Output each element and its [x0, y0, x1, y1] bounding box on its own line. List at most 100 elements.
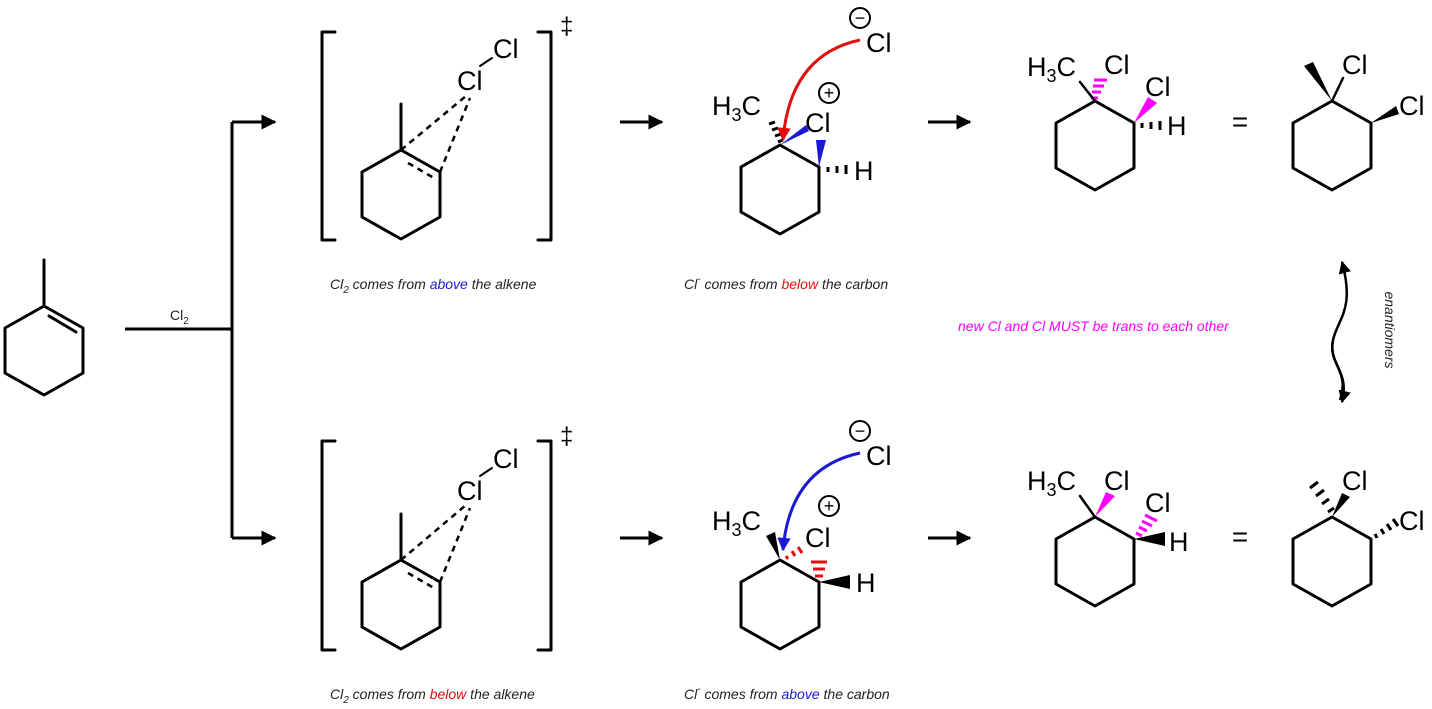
equals-sign: = [1232, 106, 1248, 137]
cl-label: Cl [1104, 50, 1130, 80]
wedge-cl [1332, 493, 1350, 517]
ring [1054, 99, 1136, 192]
wedge-methyl [1304, 62, 1332, 101]
h-label: H [1167, 111, 1187, 141]
cl-label: Cl [457, 476, 483, 506]
plus-sign: + [824, 496, 835, 516]
wedge-h [1134, 532, 1165, 546]
partial-bond [438, 507, 472, 583]
transition-state-bottom: ‡ Cl Cl [320, 423, 573, 652]
plus-sign: + [824, 83, 835, 103]
cl-label: Cl [1342, 466, 1368, 496]
product-top-skeletal: Cl Cl [1291, 50, 1425, 192]
wedge-h [819, 575, 850, 589]
h-label: H [856, 568, 876, 598]
cl-label: Cl [1399, 506, 1425, 536]
positive-charge-icon [818, 495, 840, 517]
h-label: H [1169, 527, 1189, 557]
cl-label: Cl [493, 34, 519, 64]
double-arrow-up [1331, 260, 1351, 401]
hashed-methyl [1309, 480, 1335, 514]
branch-arrows: Cl2 [125, 114, 277, 546]
partial-bond [438, 97, 472, 173]
chloronium-bottom: H3C Cl H + − Cl [712, 420, 892, 651]
enantiomers-label: enantiomers [1382, 291, 1398, 368]
bracket-right [536, 30, 553, 242]
cl-label: Cl [1145, 72, 1171, 102]
caption-bottom-2: Cl- comes from above the carbon [684, 684, 890, 702]
ring [739, 558, 821, 651]
reagent-label: Cl2 [170, 307, 189, 327]
double-dagger: ‡ [560, 423, 573, 450]
hashed-cl-magenta [1091, 78, 1107, 100]
partial-bond [400, 95, 467, 151]
blue-curved-arrow [777, 451, 861, 552]
cl-cl-bond [479, 467, 493, 477]
bracket-left [320, 439, 337, 652]
ring [360, 558, 442, 651]
cl-label: Cl [805, 108, 831, 138]
ch3-label: H3C [1027, 52, 1076, 86]
bracket-right [536, 439, 553, 652]
product-bottom-skeletal: Cl Cl [1291, 466, 1425, 608]
ch3-label: H3C [712, 91, 761, 125]
cl-bond [1330, 76, 1345, 103]
cl-label: Cl [866, 28, 892, 58]
positive-charge-icon [818, 82, 840, 104]
double-dagger: ‡ [560, 13, 573, 40]
product-top: H3C Cl Cl H [1027, 50, 1187, 192]
cl-label: Cl [1342, 50, 1368, 80]
hashed-red [784, 546, 804, 560]
wedge-methyl [766, 532, 780, 560]
wedge-cl [1371, 106, 1399, 123]
hashed-red [811, 560, 827, 578]
ch3-label: H3C [712, 506, 761, 540]
product-bottom: H3C Cl Cl H [1027, 466, 1189, 608]
cl-label: Cl [805, 523, 831, 553]
h-label: H [854, 156, 874, 186]
ring [3, 304, 85, 397]
transition-state-top: ‡ Cl Cl [320, 13, 573, 242]
trans-note: new Cl and Cl MUST be trans to each othe… [958, 318, 1230, 334]
hashed-cl-magenta [1135, 513, 1158, 538]
partial-pi-bond [407, 161, 435, 180]
cl-label: Cl [1104, 466, 1130, 496]
cl-label: Cl [866, 441, 892, 471]
cl-label: Cl [1399, 91, 1425, 121]
double-bond-line [47, 314, 78, 334]
hashed-ch3 [768, 120, 784, 144]
wedge-magenta [1095, 492, 1115, 517]
ring [1054, 515, 1136, 608]
hashed-cl [1373, 518, 1400, 539]
cl-label: Cl [1145, 488, 1171, 518]
chloronium-top: H3C Cl H + − Cl [712, 7, 892, 236]
caption-top-1: Cl2 comes from above the alkene [330, 276, 537, 296]
caption-bottom-1: Cl2 comes from below the alkene [330, 686, 535, 706]
hashed-h [1140, 121, 1162, 130]
methylcyclohexene [3, 258, 85, 397]
enantiomer-relation: enantiomers [1331, 260, 1398, 404]
ring [739, 143, 821, 236]
partial-bond [400, 504, 467, 561]
ring [1291, 99, 1373, 192]
bracket-left [320, 30, 337, 242]
cl-cl-bond [479, 57, 493, 67]
wedge-blue [816, 140, 826, 167]
ring [1291, 515, 1373, 608]
cl-label: Cl [493, 444, 519, 474]
cl-label: Cl [457, 66, 483, 96]
equals-sign: = [1232, 521, 1248, 552]
methyl-bond [1078, 80, 1097, 103]
ring [360, 148, 442, 241]
red-curved-arrow [777, 38, 861, 142]
hashed-h [826, 165, 848, 174]
negative-charge-icon [849, 420, 871, 442]
ch3-label: H3C [1027, 466, 1076, 500]
minus-sign: − [855, 421, 866, 441]
methyl-bond [1078, 494, 1097, 519]
caption-top-2: Cl- comes from below the carbon [684, 274, 888, 292]
negative-charge-icon [849, 7, 871, 29]
wedge-magenta [1134, 97, 1157, 123]
partial-pi-bond [407, 571, 435, 590]
